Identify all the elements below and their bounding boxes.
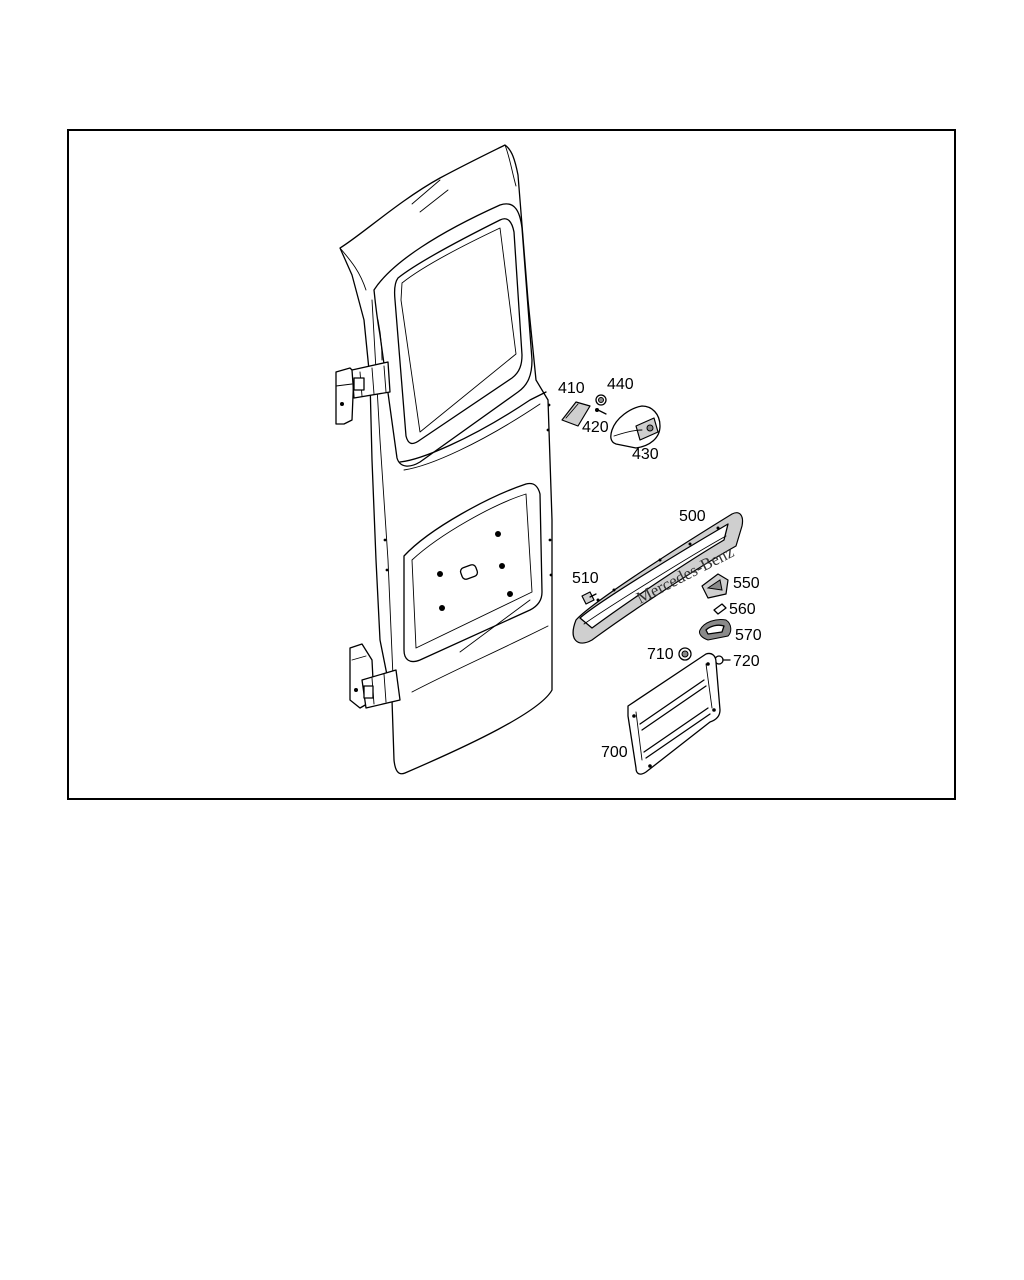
callout-430: 430 bbox=[632, 446, 659, 463]
callout-410: 410 bbox=[558, 380, 585, 397]
callout-500: 500 bbox=[679, 508, 706, 525]
part-440-grommet bbox=[595, 394, 607, 406]
part-430-camera-housing bbox=[610, 405, 661, 449]
part-420-screw bbox=[595, 408, 607, 415]
part-720-screw bbox=[714, 655, 731, 665]
callout-420: 420 bbox=[582, 419, 609, 436]
callout-710: 710 bbox=[647, 646, 674, 663]
callout-510: 510 bbox=[572, 570, 599, 587]
lower-hinge bbox=[349, 643, 401, 709]
part-710-nut bbox=[678, 647, 692, 661]
part-510-bolt bbox=[581, 591, 597, 605]
part-560-seal bbox=[713, 603, 727, 615]
callout-720: 720 bbox=[733, 653, 760, 670]
part-410-bracket bbox=[561, 401, 591, 427]
part-570-lamp bbox=[699, 619, 732, 641]
callout-700: 700 bbox=[601, 744, 628, 761]
part-700-plate-bracket bbox=[627, 652, 721, 775]
callout-560: 560 bbox=[729, 601, 756, 618]
part-550-switch bbox=[701, 573, 729, 599]
rear-door-panel bbox=[339, 144, 553, 775]
upper-hinge bbox=[335, 361, 391, 425]
callout-440: 440 bbox=[607, 376, 634, 393]
callout-570: 570 bbox=[735, 627, 762, 644]
callout-550: 550 bbox=[733, 575, 760, 592]
